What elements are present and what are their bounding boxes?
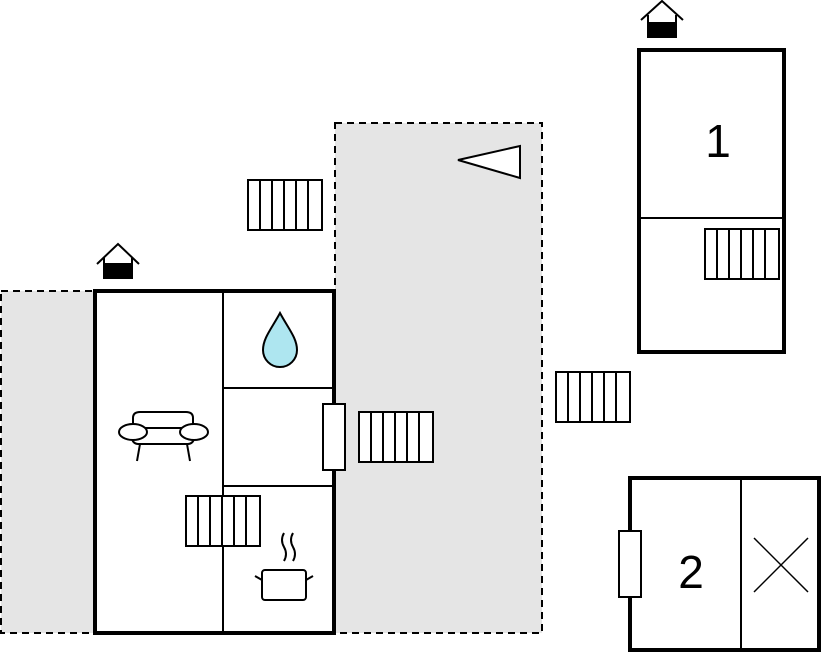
stairs-icon — [247, 179, 323, 231]
room-1-label: 1 — [705, 115, 731, 167]
house-entrance-icon — [640, 0, 684, 38]
compass-arrow-icon — [457, 144, 521, 180]
cross-icon — [753, 537, 809, 593]
building-2 — [628, 476, 821, 652]
water-drop-icon — [261, 310, 299, 368]
stairs-icon — [555, 371, 631, 423]
terrace-right — [334, 122, 543, 634]
stairs-icon — [704, 228, 780, 280]
room-2-label: 2 — [678, 546, 704, 598]
sofa-icon — [118, 411, 209, 462]
stairs-icon — [185, 495, 261, 547]
terrace-left — [0, 290, 97, 634]
building-1 — [637, 48, 786, 354]
stairs-icon — [358, 411, 434, 463]
door-icon — [618, 530, 642, 598]
cooking-pot-icon — [254, 532, 314, 601]
house-entrance-icon — [96, 242, 140, 279]
door-icon — [322, 403, 346, 471]
